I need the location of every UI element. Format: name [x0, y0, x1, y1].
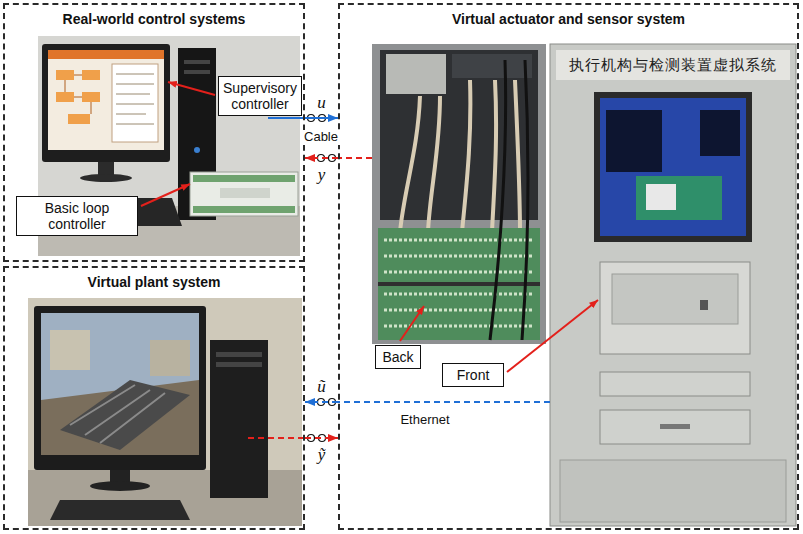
control-pc-photo	[56, 70, 74, 80]
cabinet-front-photo	[612, 274, 738, 324]
signal-name: ũ	[315, 378, 328, 397]
callout-leaders	[141, 82, 598, 372]
region-title: Virtual plant system	[5, 274, 303, 291]
plant-pc-photo	[60, 380, 190, 450]
cabinet-back-photo	[490, 60, 528, 340]
control-pc-photo	[112, 64, 158, 142]
control-pc-photo	[56, 92, 74, 102]
cabinet-front-photo	[660, 424, 690, 429]
control-pc-photo	[184, 60, 210, 64]
cabinet-front-photo	[600, 262, 750, 354]
signal-name: ỹ	[316, 446, 328, 465]
callout-leaders	[141, 184, 190, 206]
control-pc-photo	[184, 70, 210, 74]
cabinet-front-photo	[560, 460, 786, 522]
signal-name: u	[315, 94, 328, 113]
plant-pc-photo	[150, 340, 190, 376]
cabinet-back-photo	[452, 54, 532, 78]
signal-wire-stubs	[248, 437, 305, 439]
control-pc-photo	[193, 175, 295, 182]
control-pc-photo	[193, 206, 295, 213]
callout-leaders	[168, 82, 215, 95]
control-pc-photo	[42, 44, 170, 162]
cabinet-front-photo	[556, 50, 790, 80]
callout-box: Supervisory controller	[218, 76, 302, 116]
cabinet-back-photo	[378, 282, 540, 286]
cabinet-back-photo	[372, 44, 546, 344]
cabinet-front-photo	[600, 410, 750, 444]
signal-wire-stubs	[338, 401, 550, 403]
signal-wire-stubs	[338, 157, 372, 159]
signal-connector	[305, 117, 338, 119]
callout-label: Supervisory controller	[223, 80, 297, 112]
plant-pc-photo	[90, 481, 150, 491]
callout-box: Basic loop controller	[16, 196, 138, 236]
plant-pc-photo	[70, 385, 165, 443]
region-title: Real-world control systems	[5, 11, 303, 28]
control-pc-photo	[80, 174, 132, 182]
control-pc-photo	[98, 162, 114, 176]
cabinet-front-photo	[636, 176, 722, 220]
cabinet-back-photo	[378, 228, 540, 340]
terminal-circles	[308, 115, 336, 442]
control-pc-photo	[65, 75, 91, 114]
cabinet-front-photo	[700, 110, 740, 156]
cabinet-front-photo	[594, 92, 752, 242]
cabinet-front-photo	[600, 372, 750, 396]
signal-connector	[305, 401, 338, 403]
signal-connector	[305, 157, 338, 159]
plant-pc-photo	[216, 352, 262, 357]
cabinet-back-photo	[372, 44, 546, 344]
plant-pc-photo	[216, 362, 262, 367]
callout-leaders	[507, 300, 598, 372]
plant-pc-photo	[210, 340, 268, 498]
cabinet-front-photo	[646, 184, 676, 210]
callout-label: Basic loop controller	[21, 200, 133, 232]
cabinet-front-photo	[700, 300, 708, 310]
control-pc-photo	[82, 70, 100, 80]
signal-name: y	[316, 166, 328, 185]
cabinet-front-photo	[606, 110, 662, 172]
callout-leaders	[400, 306, 424, 341]
control-pc-photo	[48, 50, 164, 150]
control-pc-photo	[68, 114, 90, 124]
signal-connector	[305, 437, 338, 439]
system-region: Virtual plant system	[3, 266, 305, 530]
control-pc-photo	[190, 172, 298, 216]
cabinet-nameplate: 执行机构与检测装置虚拟系统	[569, 56, 777, 73]
control-pc-photo	[220, 188, 270, 198]
cabinet-front-photo	[550, 44, 796, 526]
callout-label: Back	[380, 349, 416, 365]
cabinet-back-photo	[386, 54, 446, 94]
control-pc-photo	[48, 50, 164, 59]
system-region: Real-world control systemsSupervisory co…	[3, 3, 305, 262]
control-pc-photo	[116, 74, 154, 124]
system-region: Virtual actuator and sensor systemBackFr…	[338, 3, 799, 530]
callout-box: Back	[375, 345, 421, 369]
network-label: Ethernet	[398, 413, 451, 428]
plant-pc-photo	[28, 298, 302, 526]
plant-pc-photo	[41, 313, 199, 455]
callout-label: Front	[447, 367, 499, 383]
region-title: Virtual actuator and sensor system	[340, 11, 797, 28]
callout-box: Front	[442, 363, 504, 387]
cable-label: Cable	[302, 130, 340, 145]
cabinet-front-photo	[600, 98, 746, 236]
signal-wire-stubs	[248, 118, 550, 438]
plant-pc-photo	[50, 500, 190, 520]
signal-wire-stubs	[268, 117, 305, 119]
plant-pc-photo	[34, 306, 206, 470]
control-pc-photo	[82, 92, 100, 102]
plant-pc-photo	[28, 298, 302, 526]
plant-pc-photo	[50, 330, 90, 370]
cabinet-front-photo	[550, 44, 796, 526]
control-pc-photo	[194, 147, 200, 153]
plant-pc-photo	[41, 380, 199, 455]
